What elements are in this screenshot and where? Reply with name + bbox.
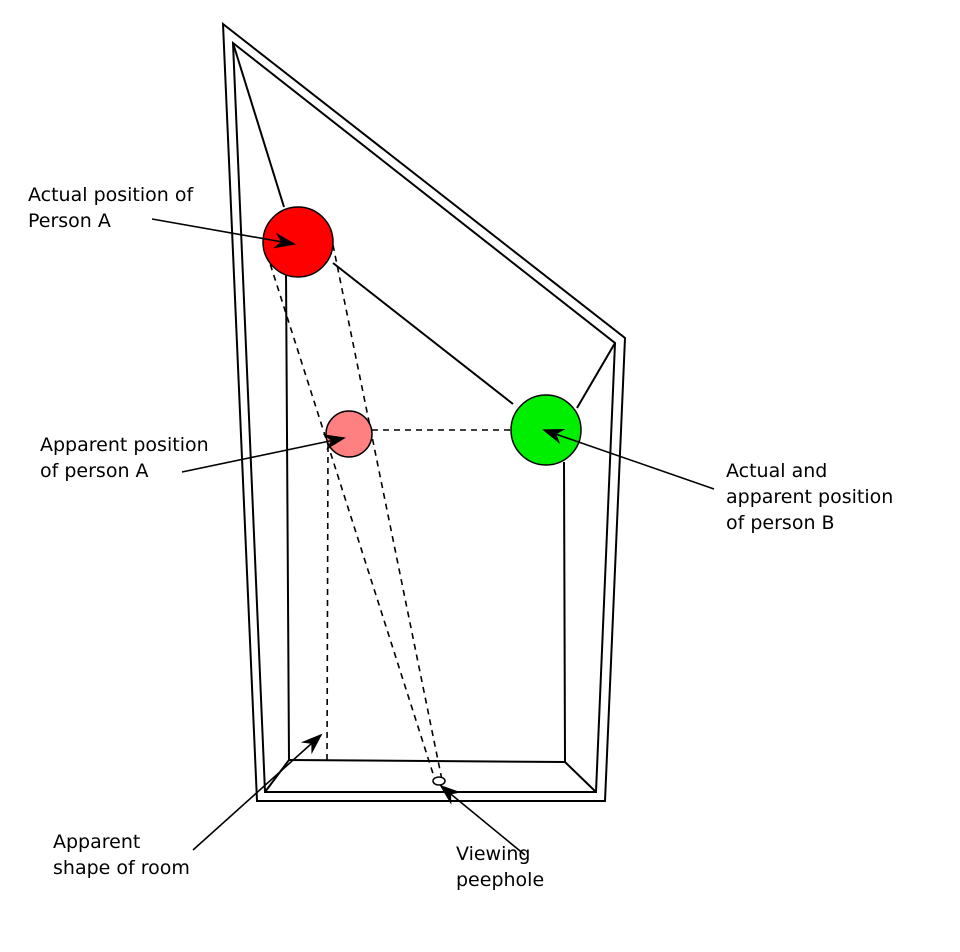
label-line: of person B [726,512,835,534]
arrow-peephole [439,784,526,856]
label-line: peephole [456,869,545,891]
label-line: Viewing [456,843,531,865]
label-viewing-peephole: Viewing peephole [456,841,544,893]
viewing-peephole [432,776,446,786]
label-line: apparent position [726,486,894,508]
label-line: Actual and [726,460,828,482]
arrow-person-a-actual [151,218,296,249]
label-person-a-actual: Actual position of Person A [28,182,193,234]
label-line: shape of room [53,857,190,879]
room-outer-wall [221,21,627,802]
sight-lines [266,244,511,784]
label-line: Apparent position [40,434,209,456]
label-line: Person A [28,210,111,232]
label-person-b: Actual and apparent position of person B [726,458,893,536]
label-line: of person A [40,460,149,482]
label-line: Apparent [53,831,141,853]
arrow-person-a-apparent [181,434,346,473]
label-person-a-apparent: Apparent position of person A [40,432,209,484]
arrow-person-b [542,428,715,490]
label-line: Actual position of [28,184,194,206]
room-back-wall [232,42,616,793]
label-apparent-room: Apparent shape of room [53,829,190,881]
person-a-apparent-circle [325,410,373,458]
callout-arrows [151,218,715,856]
arrow-apparent-room [192,733,323,851]
person-a-actual-circle [262,206,334,278]
